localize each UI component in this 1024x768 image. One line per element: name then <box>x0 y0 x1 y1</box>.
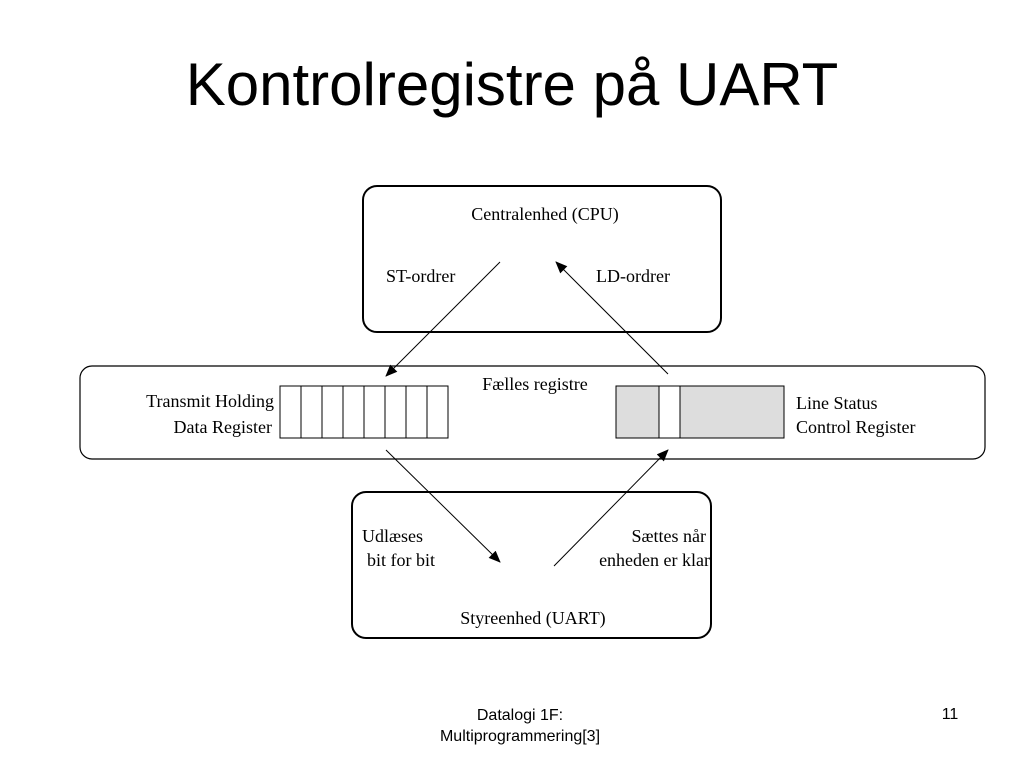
thr-bit-cell <box>300 385 323 439</box>
line-status-register <box>615 385 785 439</box>
arrow-thr-to-uart <box>385 449 501 563</box>
cpu-box-label: Centralenhed (CPU) <box>471 204 618 225</box>
thr-label-line1: Transmit Holding <box>146 391 274 411</box>
thr-bit-cell <box>363 385 386 439</box>
slide-title: Kontrolregistre på UART <box>185 51 839 118</box>
ld-orders-label: LD-ordrer <box>596 266 670 286</box>
lsr-ready-bit <box>658 385 681 439</box>
shared-registers-label: Fælles registre <box>482 374 588 394</box>
thr-bit-cell <box>279 385 302 439</box>
lsr-field-right <box>679 385 785 439</box>
thr-bit-cell <box>384 385 407 439</box>
thr-bit-cell <box>405 385 428 439</box>
footer-course: Datalogi 1F: <box>476 707 564 724</box>
read-out-line2: bit for bit <box>367 550 435 570</box>
thr-bit-cell <box>321 385 344 439</box>
cpu-box <box>362 185 722 333</box>
st-orders-label: ST-ordrer <box>386 266 455 286</box>
set-when-line2: enheden er klar <box>599 550 710 570</box>
footer: Datalogi 1F: Multiprogrammering[3] <box>390 706 650 748</box>
lsr-label-line2: Control Register <box>796 417 916 437</box>
thr-label-line2: Data Register <box>174 417 272 437</box>
arrow-lsr-to-ld <box>555 261 669 375</box>
arrow-st-to-thr <box>385 261 501 377</box>
thr-bit-cell <box>426 385 449 439</box>
read-out-line1: Udlæses <box>362 526 423 546</box>
uart-box-label: Styreenhed (UART) <box>460 608 605 629</box>
uart-box <box>351 491 712 639</box>
lsr-field-left <box>615 385 660 439</box>
footer-topic: Multiprogrammering[3] <box>439 727 601 745</box>
lsr-label-line1: Line Status <box>796 393 878 413</box>
page-number: 11 <box>941 706 959 723</box>
transmit-holding-register <box>279 385 449 439</box>
set-when-line1: Sættes når <box>632 526 707 546</box>
thr-bit-cell <box>342 385 365 439</box>
arrow-uart-to-lsr <box>553 449 669 567</box>
